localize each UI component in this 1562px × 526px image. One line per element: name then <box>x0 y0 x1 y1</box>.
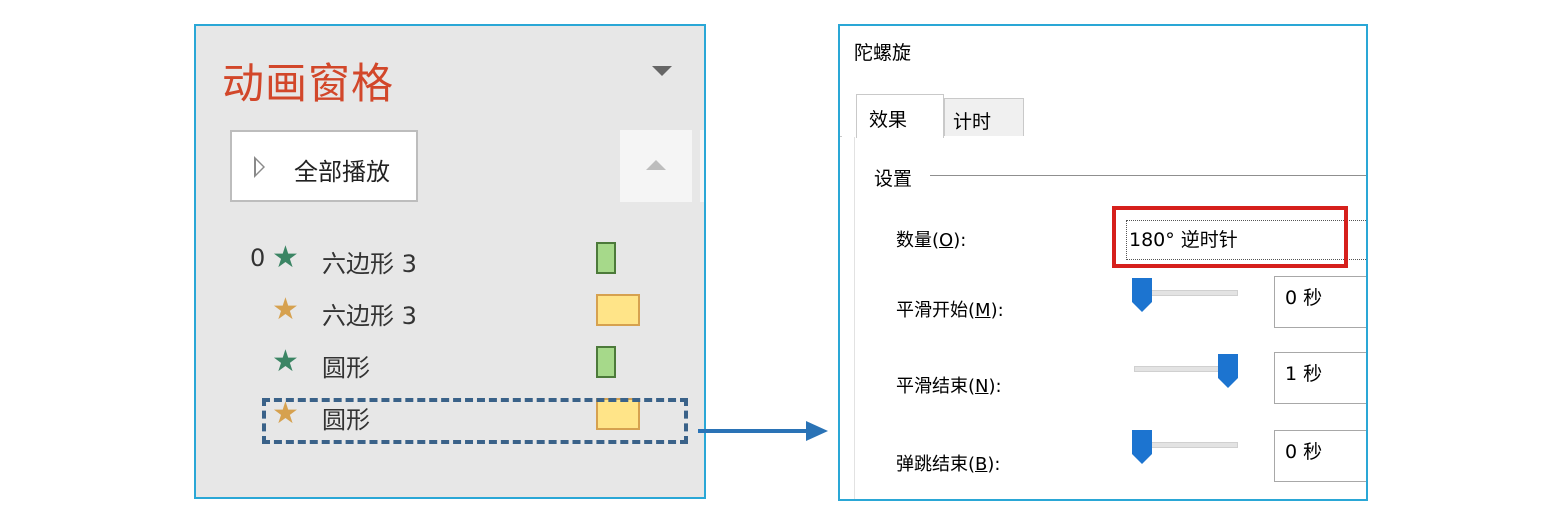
smooth-end-value: 1 秒 <box>1285 363 1323 385</box>
arrow-head-icon <box>806 421 828 441</box>
dialog-title: 陀螺旋 <box>854 42 912 64</box>
arrow-right-icon <box>698 429 808 433</box>
animation-pane: 动画窗格 全部播放 0 ★ 六边形 3 ★ 六边形 3 ★ 圆形 <box>194 24 706 499</box>
play-all-label: 全部播放 <box>294 158 390 186</box>
body-border <box>854 137 855 499</box>
bounce-end-slider-thumb[interactable] <box>1132 430 1152 464</box>
move-down-button-edge[interactable] <box>700 130 704 202</box>
tab-timing-label: 计时 <box>953 111 992 133</box>
smooth-start-field[interactable]: 0 秒 <box>1274 276 1366 328</box>
amount-label: 数量(O): <box>896 230 967 251</box>
amount-select[interactable]: 180° 逆时针 <box>1126 220 1366 260</box>
amount-value: 180° 逆时针 <box>1129 229 1238 251</box>
item-name: 圆形 <box>322 406 370 434</box>
move-up-button[interactable] <box>620 130 692 202</box>
animation-item[interactable]: ★ 六边形 3 <box>250 292 670 332</box>
bounce-end-value: 0 秒 <box>1285 441 1323 463</box>
bounce-end-label: 弹跳结束(B): <box>896 454 1001 475</box>
tab-effect[interactable]: 效果 <box>856 94 944 138</box>
star-icon: ★ <box>272 292 299 327</box>
play-icon <box>254 156 265 178</box>
item-name: 六边形 3 <box>322 250 417 278</box>
tab-effect-label: 效果 <box>869 109 908 131</box>
spin-effect-dialog: 陀螺旋 计时 效果 设置 数量(O): 180° 逆时针 平滑开始(M): 0 … <box>838 24 1368 501</box>
chevron-down-icon[interactable] <box>652 66 672 76</box>
star-icon: ★ <box>272 240 299 275</box>
selection-highlight <box>262 398 688 444</box>
bounce-end-field[interactable]: 0 秒 <box>1274 430 1366 482</box>
item-index: 0 <box>250 244 266 272</box>
animation-item[interactable]: ★ 圆形 <box>250 344 670 384</box>
smooth-end-slider-thumb[interactable] <box>1218 354 1238 388</box>
smooth-start-value: 0 秒 <box>1285 287 1323 309</box>
timing-bar <box>596 242 616 274</box>
timing-bar <box>596 346 616 378</box>
timing-bar <box>596 294 640 326</box>
smooth-end-field[interactable]: 1 秒 <box>1274 352 1366 404</box>
pane-title: 动画窗格 <box>222 59 395 108</box>
tab-timing[interactable]: 计时 <box>944 98 1024 136</box>
group-divider <box>930 175 1366 176</box>
triangle-up-icon <box>646 160 666 170</box>
star-icon: ★ <box>272 344 299 379</box>
settings-group-label: 设置 <box>874 164 919 191</box>
item-name: 圆形 <box>322 354 370 382</box>
smooth-start-label: 平滑开始(M): <box>896 300 1004 321</box>
smooth-end-label: 平滑结束(N): <box>896 376 1002 397</box>
play-all-button[interactable]: 全部播放 <box>230 130 418 202</box>
smooth-start-slider-thumb[interactable] <box>1132 278 1152 312</box>
item-name: 六边形 3 <box>322 302 417 330</box>
animation-item[interactable]: 0 ★ 六边形 3 <box>250 240 670 280</box>
